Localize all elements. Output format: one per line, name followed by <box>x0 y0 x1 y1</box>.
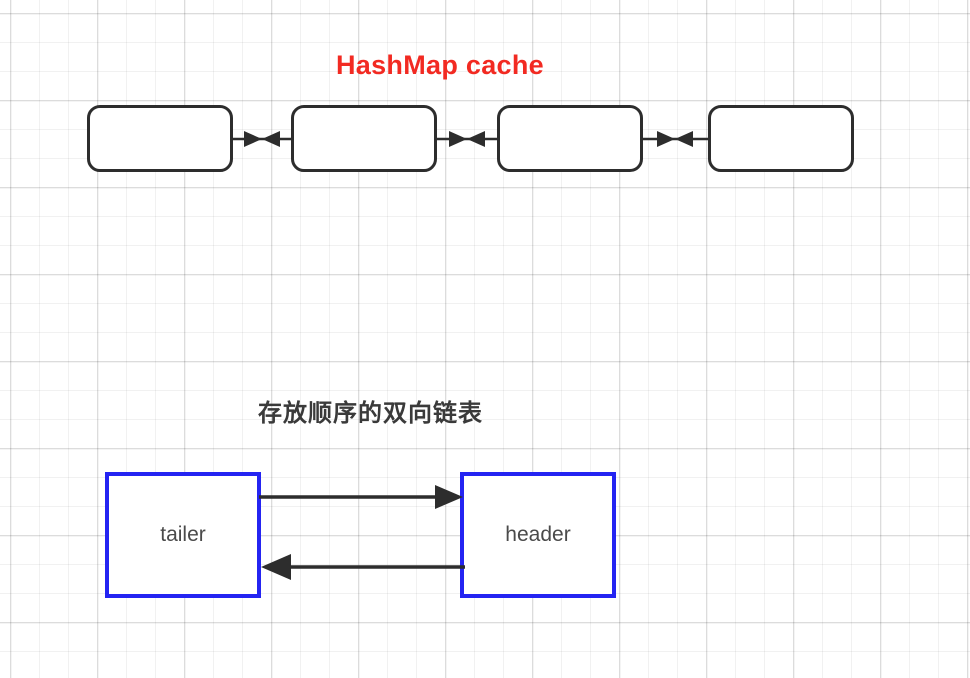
linkedlist-node-header[interactable]: header <box>460 472 616 598</box>
hashmap-node-3[interactable] <box>497 105 643 172</box>
diagram-title-text: HashMap cache <box>336 50 544 80</box>
linkedlist-node-tailer-label: tailer <box>160 523 206 546</box>
hashmap-node-2[interactable] <box>291 105 437 172</box>
bidirectional-connector-2 <box>437 131 497 147</box>
linkedlist-node-tailer[interactable]: tailer <box>105 472 261 598</box>
linked-list-caption: 存放顺序的双向链表 <box>258 399 483 427</box>
hashmap-node-1[interactable] <box>87 105 233 172</box>
linkedlist-node-header-label: header <box>505 523 571 546</box>
hashmap-node-4[interactable] <box>708 105 854 172</box>
diagram-title: HashMap cache <box>0 50 970 81</box>
bidirectional-connector-1 <box>233 131 291 147</box>
arrow-tailer-to-header <box>259 485 463 509</box>
bidirectional-connector-3 <box>643 131 708 147</box>
arrow-header-to-tailer <box>261 554 465 580</box>
